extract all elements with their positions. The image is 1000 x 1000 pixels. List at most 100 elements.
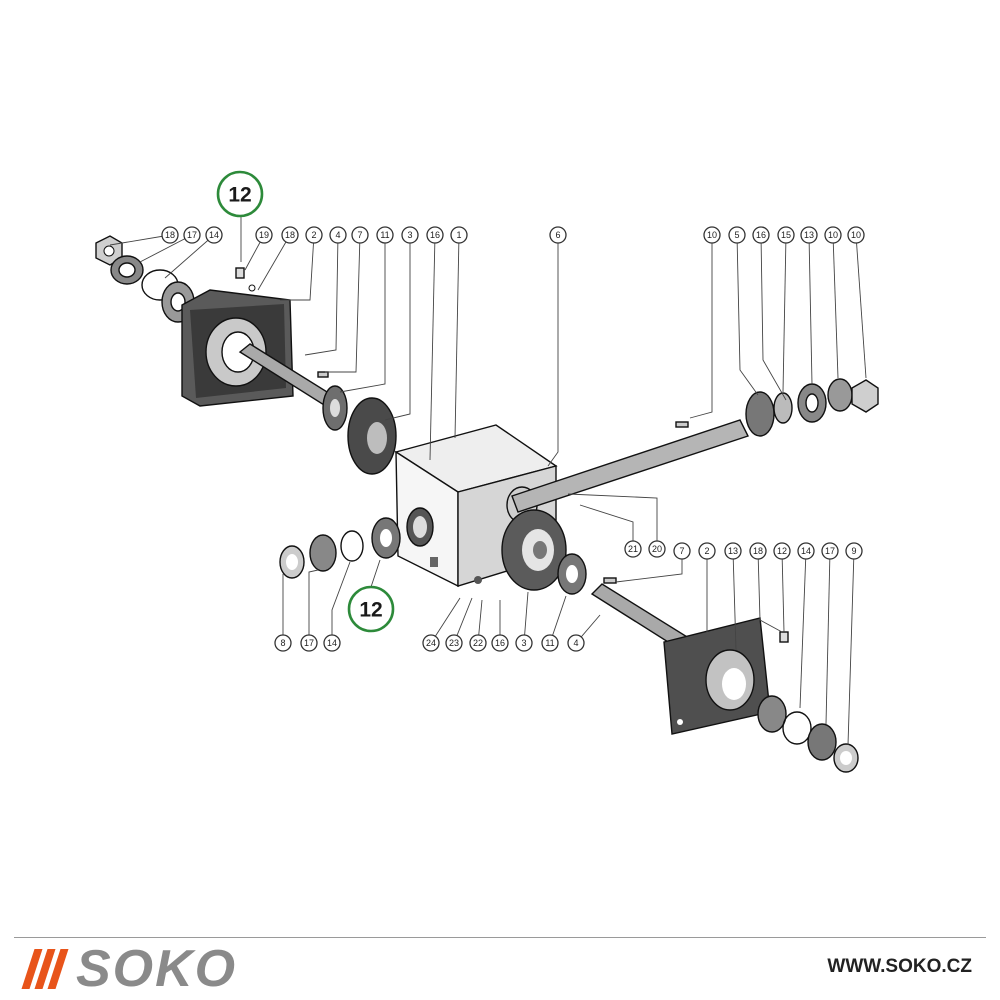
callouts-upper-right: 10 5 16 15 13 10 10	[703, 226, 865, 244]
gearbox-parts	[95, 235, 879, 773]
svg-text:14: 14	[327, 638, 337, 648]
callouts-lower-right: 7 2 13 18 12 14 17 9	[673, 542, 863, 560]
callout: 11	[376, 226, 394, 244]
key-upper-left	[317, 371, 329, 378]
callout: 17	[300, 634, 318, 652]
svg-text:14: 14	[209, 230, 219, 240]
key-lower-right	[603, 577, 617, 584]
callouts-lower-center: 24 23 22 16 3 11 4	[422, 634, 585, 652]
brand-name: SOKO	[76, 940, 238, 998]
bearing-upper-right-2	[827, 378, 853, 412]
svg-text:10: 10	[707, 230, 717, 240]
cup-lower-left	[279, 545, 305, 579]
callout: 4	[567, 634, 585, 652]
callout: 10	[703, 226, 721, 244]
svg-text:4: 4	[573, 638, 578, 648]
bearing-center-front	[557, 553, 587, 595]
svg-text:1: 1	[456, 230, 461, 240]
svg-text:2: 2	[704, 546, 709, 556]
callout: 10	[847, 226, 865, 244]
svg-text:20: 20	[652, 544, 662, 554]
callout: 1	[450, 226, 468, 244]
svg-text:7: 7	[679, 546, 684, 556]
crown-gear-front	[501, 509, 567, 591]
callout: 15	[777, 226, 795, 244]
svg-text:12: 12	[359, 599, 382, 622]
svg-text:6: 6	[555, 230, 560, 240]
flange-plate-upper-left	[181, 284, 294, 407]
svg-text:3: 3	[407, 230, 412, 240]
callout: 17	[183, 226, 201, 244]
callout: 3	[401, 226, 419, 244]
svg-text:12: 12	[228, 184, 251, 207]
svg-text:2: 2	[311, 230, 316, 240]
callouts-lower-left: 8 17 14	[274, 634, 341, 652]
svg-text:14: 14	[801, 546, 811, 556]
svg-text:18: 18	[753, 546, 763, 556]
nut-upper-right	[851, 379, 879, 413]
callout: 2	[698, 542, 716, 560]
highlight-callout-lower: 12	[347, 585, 395, 633]
circlip-lower-right	[782, 711, 812, 745]
footer-divider	[14, 937, 986, 938]
callout: 14	[797, 542, 815, 560]
leader-lines	[109, 216, 867, 746]
callout: 16	[752, 226, 770, 244]
shaft-long-right	[511, 419, 749, 513]
exploded-gearbox-diagram: 18 17 14 19 18 2 4 7 11 3 16 1 6 10 5 16…	[95, 170, 879, 773]
callout: 14	[205, 226, 223, 244]
bearing-bore	[805, 393, 819, 413]
svg-text:16: 16	[756, 230, 766, 240]
callout: 5	[728, 226, 746, 244]
callout: 3	[515, 634, 533, 652]
circlip-lower-left	[340, 530, 364, 562]
callout: 20	[648, 540, 666, 558]
cup-lower-right	[833, 743, 859, 773]
callouts-mid-right: 21 20	[624, 540, 666, 558]
svg-text:22: 22	[473, 638, 483, 648]
svg-text:21: 21	[628, 544, 638, 554]
highlight-callout-upper: 12	[216, 170, 264, 218]
svg-text:10: 10	[851, 230, 861, 240]
svg-text:24: 24	[426, 638, 436, 648]
svg-text:12: 12	[777, 546, 787, 556]
svg-text:17: 17	[187, 230, 197, 240]
logo-stripes-icon	[21, 949, 69, 989]
bearing-lower-left-inner	[371, 517, 401, 559]
callout: 13	[800, 226, 818, 244]
svg-text:17: 17	[825, 546, 835, 556]
pinion-upper-right	[745, 391, 775, 437]
svg-text:9: 9	[851, 546, 856, 556]
pinion-upper-left	[322, 385, 348, 431]
flange-plate-lower-right	[663, 617, 771, 735]
bearing-lower-left	[309, 534, 337, 572]
soko-logo: SOKO	[21, 940, 238, 998]
bearing-lower-right	[757, 695, 787, 733]
svg-text:16: 16	[430, 230, 440, 240]
svg-text:19: 19	[259, 230, 269, 240]
callout: 14	[323, 634, 341, 652]
svg-text:13: 13	[804, 230, 814, 240]
callout: 22	[469, 634, 487, 652]
svg-text:16: 16	[495, 638, 505, 648]
bearing-lower-right-2	[807, 723, 837, 761]
svg-text:11: 11	[380, 230, 389, 240]
callout: 17	[821, 542, 839, 560]
svg-text:10: 10	[828, 230, 838, 240]
callout: 18	[161, 226, 179, 244]
callout: 4	[329, 226, 347, 244]
callout: 2	[305, 226, 323, 244]
svg-text:4: 4	[335, 230, 340, 240]
callout: 8	[274, 634, 292, 652]
bearing-bore	[118, 262, 136, 278]
callout: 13	[724, 542, 742, 560]
svg-text:18: 18	[165, 230, 175, 240]
svg-text:3: 3	[521, 638, 526, 648]
callout: 6	[549, 226, 567, 244]
callout: 12	[773, 542, 791, 560]
bevel-gear-upper-left	[347, 397, 397, 475]
callout: 19	[255, 226, 273, 244]
callout: 9	[845, 542, 863, 560]
callout: 18	[749, 542, 767, 560]
key-right	[675, 421, 689, 428]
